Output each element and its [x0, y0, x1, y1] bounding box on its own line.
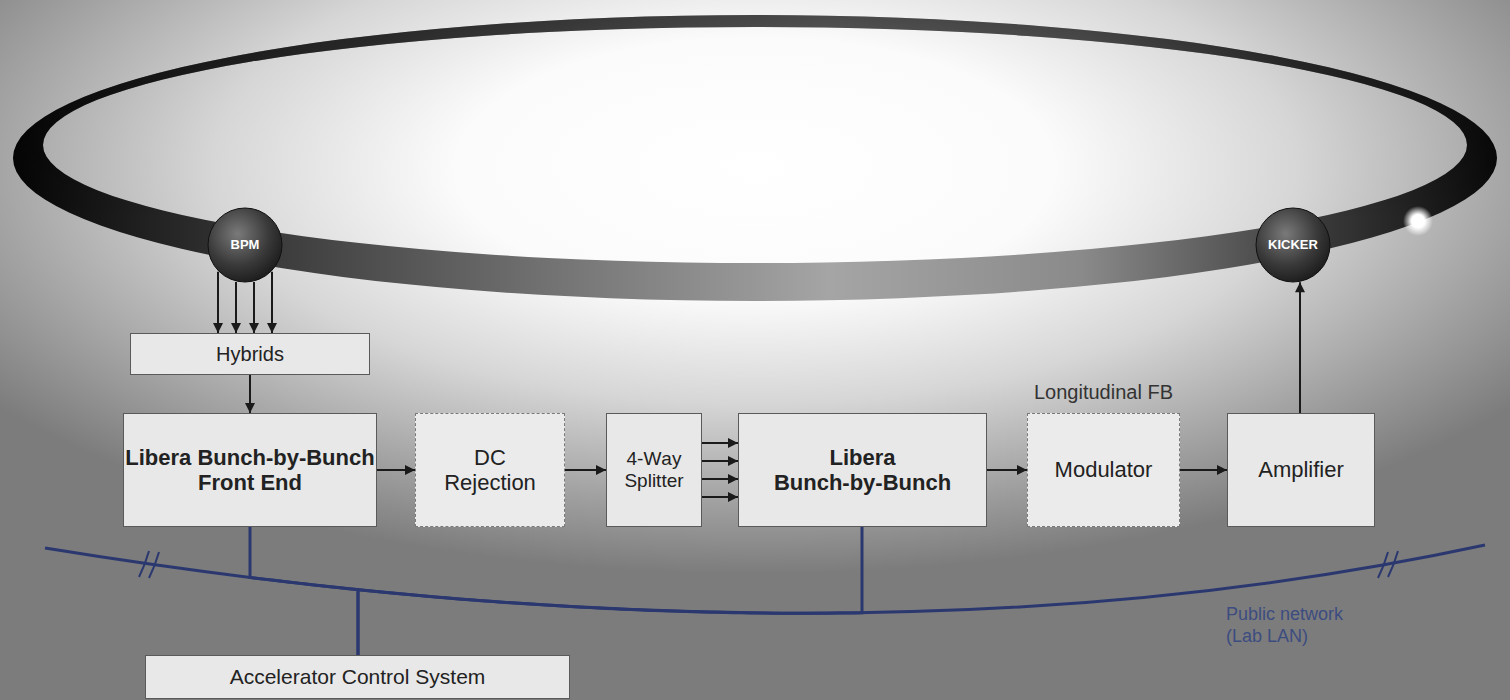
box-label: Hybrids — [216, 343, 284, 366]
connector-path — [253, 282, 255, 333]
connector-path — [358, 527, 862, 655]
box-label: Libera Bunch-by-Bunch — [739, 445, 986, 496]
box-label: Libera Bunch-by-Bunch Front End — [124, 445, 376, 496]
storage-ring — [13, 15, 1497, 301]
amplifier-box: Amplifier — [1227, 413, 1375, 527]
group-heading: Longitudinal FB — [1034, 381, 1173, 404]
signal-arrow — [377, 470, 415, 471]
bus-break — [1378, 551, 1398, 578]
box-label: Modulator — [1055, 457, 1153, 482]
connector-path — [702, 442, 738, 444]
connector-path — [235, 282, 237, 333]
box-label: Amplifier — [1258, 457, 1344, 482]
connector-path — [702, 460, 738, 462]
connector-path — [987, 469, 1027, 471]
signal-arrow — [250, 375, 251, 413]
box-label: 4-Way Splitter — [614, 448, 694, 492]
bpm-pickup: BPM — [207, 207, 283, 283]
beam-bunch — [1403, 206, 1433, 236]
connector-path — [271, 272, 273, 333]
signal-arrow — [1300, 282, 1301, 413]
circle-body — [208, 208, 282, 282]
hybrid-box: Hybrids — [130, 333, 370, 375]
connector-path — [249, 375, 251, 413]
signal-arrow — [565, 470, 606, 471]
ring-shade — [13, 15, 1497, 301]
connector-path — [702, 478, 738, 480]
kicker-magnet: KICKER — [1255, 207, 1331, 283]
connector-path — [250, 527, 358, 655]
processor-box: Libera Bunch-by-Bunch — [738, 413, 987, 527]
signal-arrow — [702, 443, 738, 497]
beam-bunch-core — [1411, 214, 1425, 228]
box-label: DC Rejection — [435, 445, 545, 496]
box-label: KICKER — [1268, 238, 1318, 253]
splitter-box: 4-Way Splitter — [606, 413, 702, 527]
network-link — [358, 527, 862, 655]
box-label: BPM — [231, 238, 260, 253]
connector-path — [565, 469, 606, 471]
circle-body — [1256, 208, 1330, 282]
connector-path — [377, 469, 415, 471]
connector-path — [217, 272, 219, 333]
connector-path — [1299, 282, 1301, 413]
dc-rejection-box: DC Rejection — [415, 413, 565, 527]
signal-arrow — [1180, 470, 1227, 471]
control-system-box: Accelerator Control System — [145, 655, 570, 699]
connector-path — [1180, 469, 1227, 471]
connector-path — [702, 496, 738, 498]
network-label: Public network (Lab LAN) — [1226, 604, 1366, 647]
network-link — [250, 527, 358, 655]
front-end-box: Libera Bunch-by-Bunch Front End — [123, 413, 377, 527]
box-label: Accelerator Control System — [230, 665, 486, 689]
bus-break — [139, 551, 159, 578]
modulator-box: Longitudinal FBModulator — [1027, 413, 1180, 527]
signal-arrow — [987, 470, 1027, 471]
